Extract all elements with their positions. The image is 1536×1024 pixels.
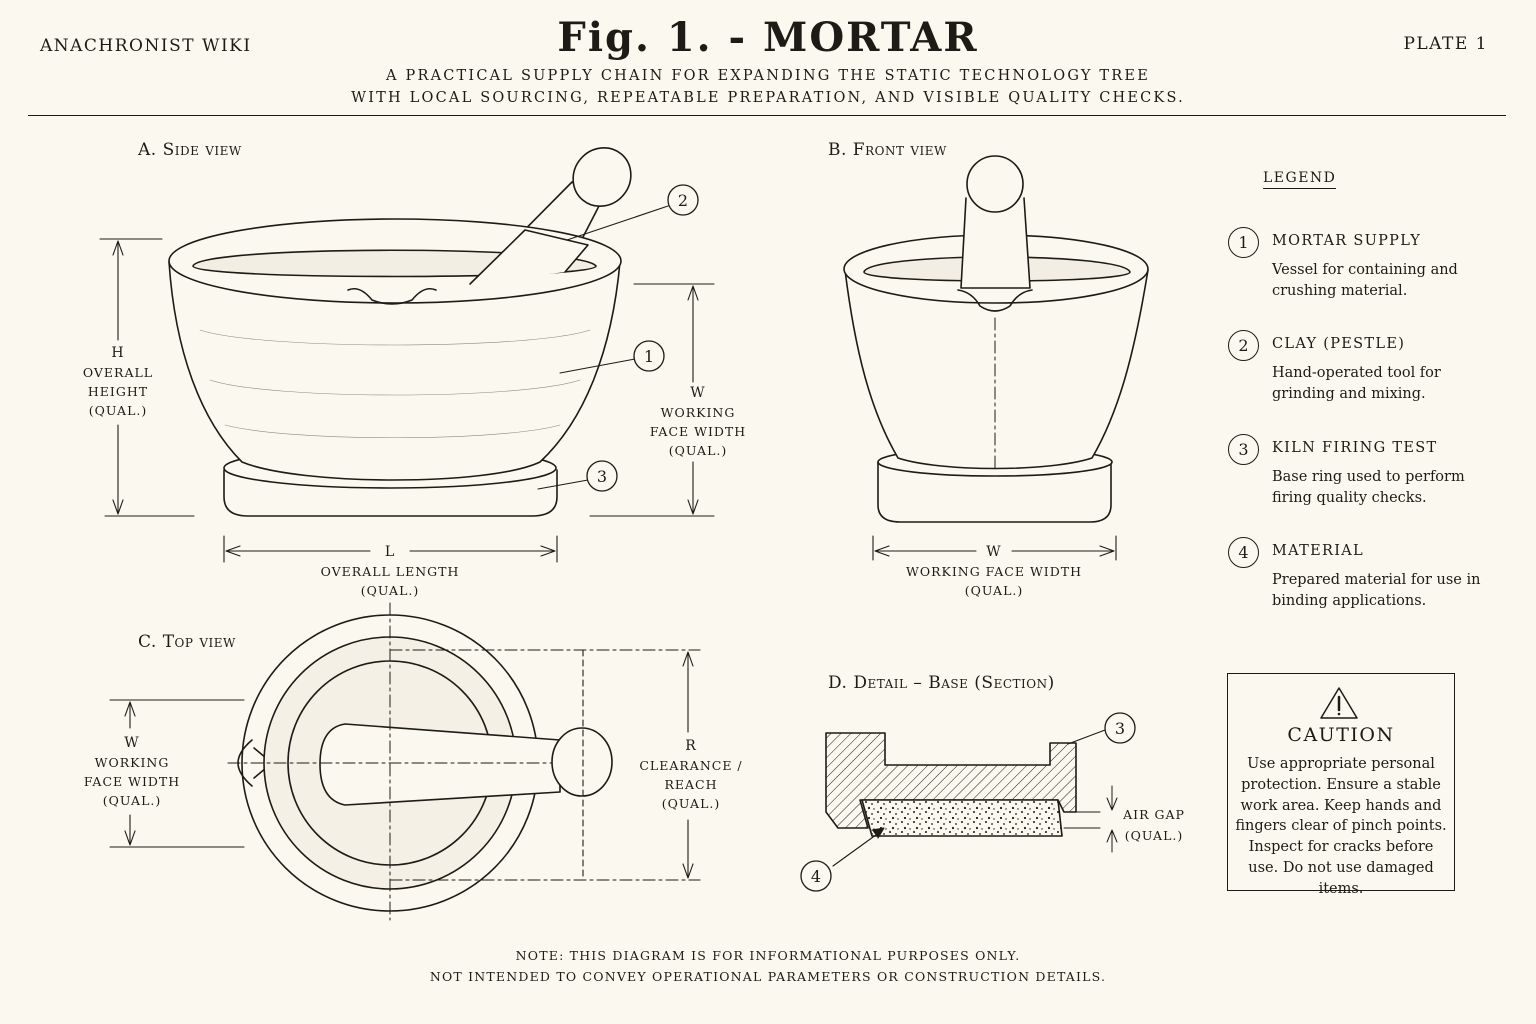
callout-3-side: 3	[597, 467, 607, 486]
legend-name: MATERIAL	[1272, 543, 1364, 559]
length-dimension-label: L OVERALL LENGTH (QUAL.)	[320, 544, 460, 598]
top-width-dimension-label: W WORKING FACE WIDTH (QUAL.)	[83, 735, 181, 808]
top-view-drawing	[227, 602, 613, 921]
legend-description: Hand-operated tool for grinding and mixi…	[1272, 365, 1441, 402]
legend-description: Base ring used to perform firing quality…	[1272, 469, 1465, 506]
footer-note-2: NOT INTENDED TO CONVEY OPERATIONAL PARAM…	[429, 969, 1107, 984]
warning-triangle-icon	[1320, 687, 1358, 719]
header-divider	[28, 115, 1506, 116]
caution-title: CAUTION	[1287, 724, 1395, 746]
caution-text: Use appropriate personal protection. Ens…	[1235, 756, 1447, 897]
callout-4-detail: 4	[811, 867, 821, 886]
legend-number: 3	[1228, 434, 1259, 465]
front-width-dimension-label: W WORKING FACE WIDTH (QUAL.)	[905, 544, 1082, 598]
callout-3-detail: 3	[1115, 719, 1125, 738]
figure-title: Fig. 1. - MORTAR	[557, 14, 979, 61]
legend-name: MORTAR SUPPLY	[1272, 233, 1422, 249]
site-name: ANACHRONIST WIKI	[40, 36, 252, 56]
legend-title: LEGEND	[1263, 170, 1337, 189]
legend-number: 2	[1228, 330, 1259, 361]
side-width-dimension-label: W WORKING FACE WIDTH (QUAL.)	[649, 385, 747, 458]
front-view-label: B. Front view	[828, 140, 947, 160]
caution-box: CAUTION Use appropriate personal protect…	[1227, 673, 1455, 897]
height-dimension-label: H OVERALL HEIGHT (QUAL.)	[82, 345, 154, 418]
subtitle-line-1: A PRACTICAL SUPPLY CHAIN FOR EXPANDING T…	[386, 68, 1150, 84]
callout-1-side: 1	[644, 347, 654, 366]
side-view-label: A. Side view	[138, 140, 242, 160]
subtitle-line-2: WITH LOCAL SOURCING, REPEATABLE PREPARAT…	[351, 90, 1185, 106]
legend-number: 1	[1228, 227, 1259, 258]
front-view-drawing	[843, 155, 1149, 523]
legend-name: KILN FIRING TEST	[1272, 440, 1438, 456]
callout-2-side: 2	[678, 191, 688, 210]
legend-description: Vessel for containing and crushing mater…	[1272, 262, 1458, 299]
legend-name: CLAY (PESTLE)	[1272, 336, 1406, 352]
legend-description: Prepared material for use in binding app…	[1272, 572, 1481, 609]
top-view-label: C. Top view	[138, 632, 236, 652]
legend-number: 4	[1228, 537, 1259, 568]
detail-view-label: D. Detail – Base (Section)	[828, 673, 1055, 693]
side-view-drawing	[168, 147, 632, 517]
plate-number: PLATE 1	[1403, 34, 1488, 54]
reach-dimension-label: R CLEARANCE / REACH (QUAL.)	[639, 738, 743, 811]
air-gap-label: AIR GAP (QUAL.)	[1123, 807, 1185, 843]
base-section-drawing	[825, 732, 1118, 853]
footer-note-1: NOTE: THIS DIAGRAM IS FOR INFORMATIONAL …	[515, 948, 1021, 963]
